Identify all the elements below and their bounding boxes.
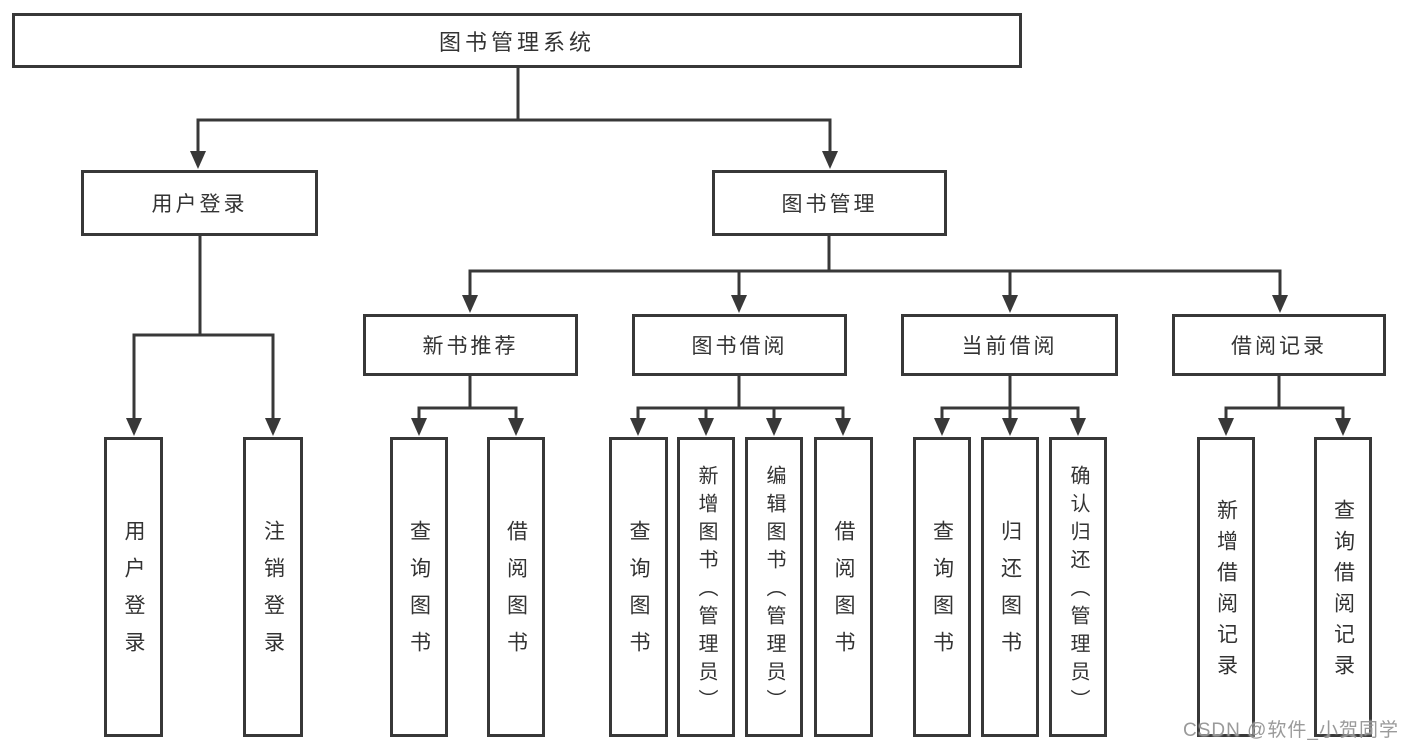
leaf-query-books-recommend: 查询图书 [390,437,448,737]
node-current-borrow-label: 当前借阅 [961,335,1058,358]
leaf-add-borrow-record-label: 新增借阅记录 [1214,498,1238,685]
node-book-borrow-label: 图书借阅 [691,335,788,358]
leaf-query-borrow-record-label: 查询借阅记录 [1331,498,1355,685]
leaf-borrow-books-recommend-label: 借阅图书 [504,520,528,668]
leaf-confirm-return-admin-label: 确认归还（管理员） [1067,464,1089,717]
leaf-add-borrow-record: 新增借阅记录 [1197,437,1255,737]
leaf-borrow-books: 借阅图书 [814,437,873,737]
csdn-watermark: CSDN @软件_小贺同学 [1183,720,1399,741]
node-book-borrow: 图书借阅 [632,314,847,376]
leaf-query-books-current: 查询图书 [913,437,971,737]
leaf-return-books-label: 归还图书 [998,520,1022,668]
node-current-borrow: 当前借阅 [901,314,1118,376]
leaf-logout-label: 注销登录 [261,520,285,668]
leaf-query-borrow-record: 查询借阅记录 [1314,437,1372,737]
leaf-edit-books-admin-label: 编辑图书（管理员） [763,464,785,717]
leaf-edit-books-admin: 编辑图书（管理员） [745,437,803,737]
leaf-user-login: 用户登录 [104,437,163,737]
leaf-borrow-books-label: 借阅图书 [832,520,855,668]
node-borrow-records-label: 借阅记录 [1231,335,1327,358]
leaf-query-books-recommend-label: 查询图书 [407,520,431,668]
leaf-query-books-borrow-label: 查询图书 [627,520,650,668]
node-new-book-recommend-label: 新书推荐 [422,335,519,358]
node-library-system: 图书管理系统 [12,13,1022,68]
leaf-add-books-admin-label: 新增图书（管理员） [695,464,717,717]
leaf-query-books-current-label: 查询图书 [930,520,954,668]
leaf-query-books-borrow: 查询图书 [609,437,668,737]
node-user-login-label: 用户登录 [151,193,248,216]
leaf-add-books-admin: 新增图书（管理员） [677,437,735,737]
node-new-book-recommend: 新书推荐 [363,314,578,376]
node-book-management: 图书管理 [712,170,947,236]
leaf-user-login-label: 用户登录 [122,520,145,668]
node-library-system-label: 图书管理系统 [438,29,595,55]
leaf-logout: 注销登录 [243,437,303,737]
node-book-management-label: 图书管理 [781,193,878,216]
node-user-login: 用户登录 [81,170,318,236]
leaf-return-books: 归还图书 [981,437,1039,737]
leaf-borrow-books-recommend: 借阅图书 [487,437,545,737]
leaf-confirm-return-admin: 确认归还（管理员） [1049,437,1107,737]
node-borrow-records: 借阅记录 [1172,314,1386,376]
